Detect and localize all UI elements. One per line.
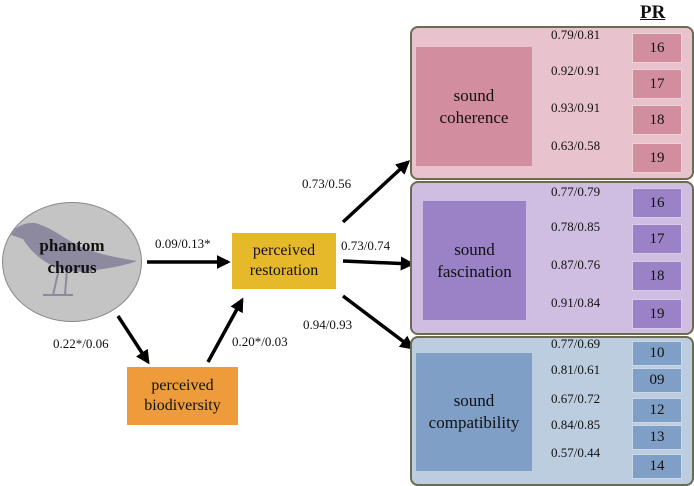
coef-restoration-to-coherence: 0.73/0.56: [302, 176, 352, 191]
phantom-chorus-line1: phantom: [39, 236, 105, 255]
coherence-loading-2: 0.92/0.91: [551, 63, 601, 78]
compatibility-loading-5: 0.57/0.44: [551, 445, 601, 460]
compatibility-loading-3: 0.67/0.72: [551, 391, 601, 406]
phantom-chorus-label: phantom chorus: [3, 235, 141, 279]
restoration-line2: restoration: [249, 262, 319, 279]
arrow-restoration-to-coherence: [341, 160, 411, 224]
perceived-biodiversity-node: perceived biodiversity: [127, 367, 238, 425]
fascination-loading-4: 0.91/0.84: [551, 295, 601, 310]
fascination-line1: sound: [454, 239, 495, 259]
arrow-chorus-to-biodiversity: [116, 315, 150, 365]
coef-chorus-to-biodiversity: 0.22*/0.06: [53, 336, 109, 351]
phantom-chorus-node: phantom chorus: [2, 202, 142, 322]
phantom-chorus-line2: chorus: [47, 258, 97, 277]
coef-restoration-to-compatibility: 0.94/0.93: [303, 317, 353, 332]
perceived-restoration-node: perceived restoration: [232, 233, 336, 289]
compatibility-loading-2: 0.81/0.61: [551, 362, 601, 377]
compatibility-item-3: 12: [632, 398, 682, 423]
fascination-item-1: 16: [632, 188, 682, 218]
coef-restoration-to-fascination: 0.73/0.74: [341, 238, 391, 253]
fascination-loading-3: 0.87/0.76: [551, 257, 601, 272]
compatibility-item-4: 13: [632, 425, 682, 450]
compatibility-item-5: 14: [632, 454, 682, 479]
fascination-item-4: 19: [632, 299, 682, 329]
coef-biodiversity-to-restoration: 0.20*/0.03: [232, 334, 288, 349]
compatibility-item-2: 09: [632, 368, 682, 393]
fascination-line2: fascination: [437, 261, 512, 281]
coherence-line1: sound: [453, 85, 495, 105]
fascination-loading-1: 0.77/0.79: [551, 184, 601, 199]
coherence-item-3: 18: [632, 105, 682, 135]
compatibility-loading-4: 0.84/0.85: [551, 417, 601, 432]
fascination-loading-2: 0.78/0.85: [551, 219, 601, 234]
coherence-item-2: 17: [632, 69, 682, 99]
coherence-loading-4: 0.63/0.58: [551, 138, 601, 153]
coherence-item-4: 19: [632, 143, 682, 173]
sound-fascination-factor: sound fascination: [423, 201, 526, 320]
coef-chorus-to-restoration: 0.09/0.13*: [155, 236, 211, 251]
fascination-item-3: 18: [632, 261, 682, 291]
compatibility-line2: compatibility: [428, 413, 520, 432]
arrow-restoration-to-compatibility: [341, 294, 415, 350]
compatibility-loading-1: 0.77/0.69: [551, 336, 601, 351]
compatibility-line1: sound: [453, 391, 495, 410]
arrow-biodiversity-to-restoration: [206, 297, 244, 363]
coherence-loading-1: 0.79/0.81: [551, 27, 601, 42]
restoration-line1: perceived: [252, 242, 316, 259]
sound-coherence-factor: sound coherence: [416, 47, 532, 166]
pr-header: PR: [640, 2, 666, 23]
biodiversity-line2: biodiversity: [144, 397, 221, 414]
coherence-line2: coherence: [439, 107, 509, 127]
coherence-item-1: 16: [632, 33, 682, 63]
arrow-restoration-to-fascination: [342, 256, 415, 271]
bird-silhouette-icon: [11, 222, 137, 296]
sound-compatibility-factor: sound compatibility: [416, 353, 532, 471]
coherence-loading-3: 0.93/0.91: [551, 100, 601, 115]
fascination-item-2: 17: [632, 224, 682, 254]
compatibility-item-1: 10: [632, 341, 682, 366]
biodiversity-line1: perceived: [151, 377, 214, 394]
